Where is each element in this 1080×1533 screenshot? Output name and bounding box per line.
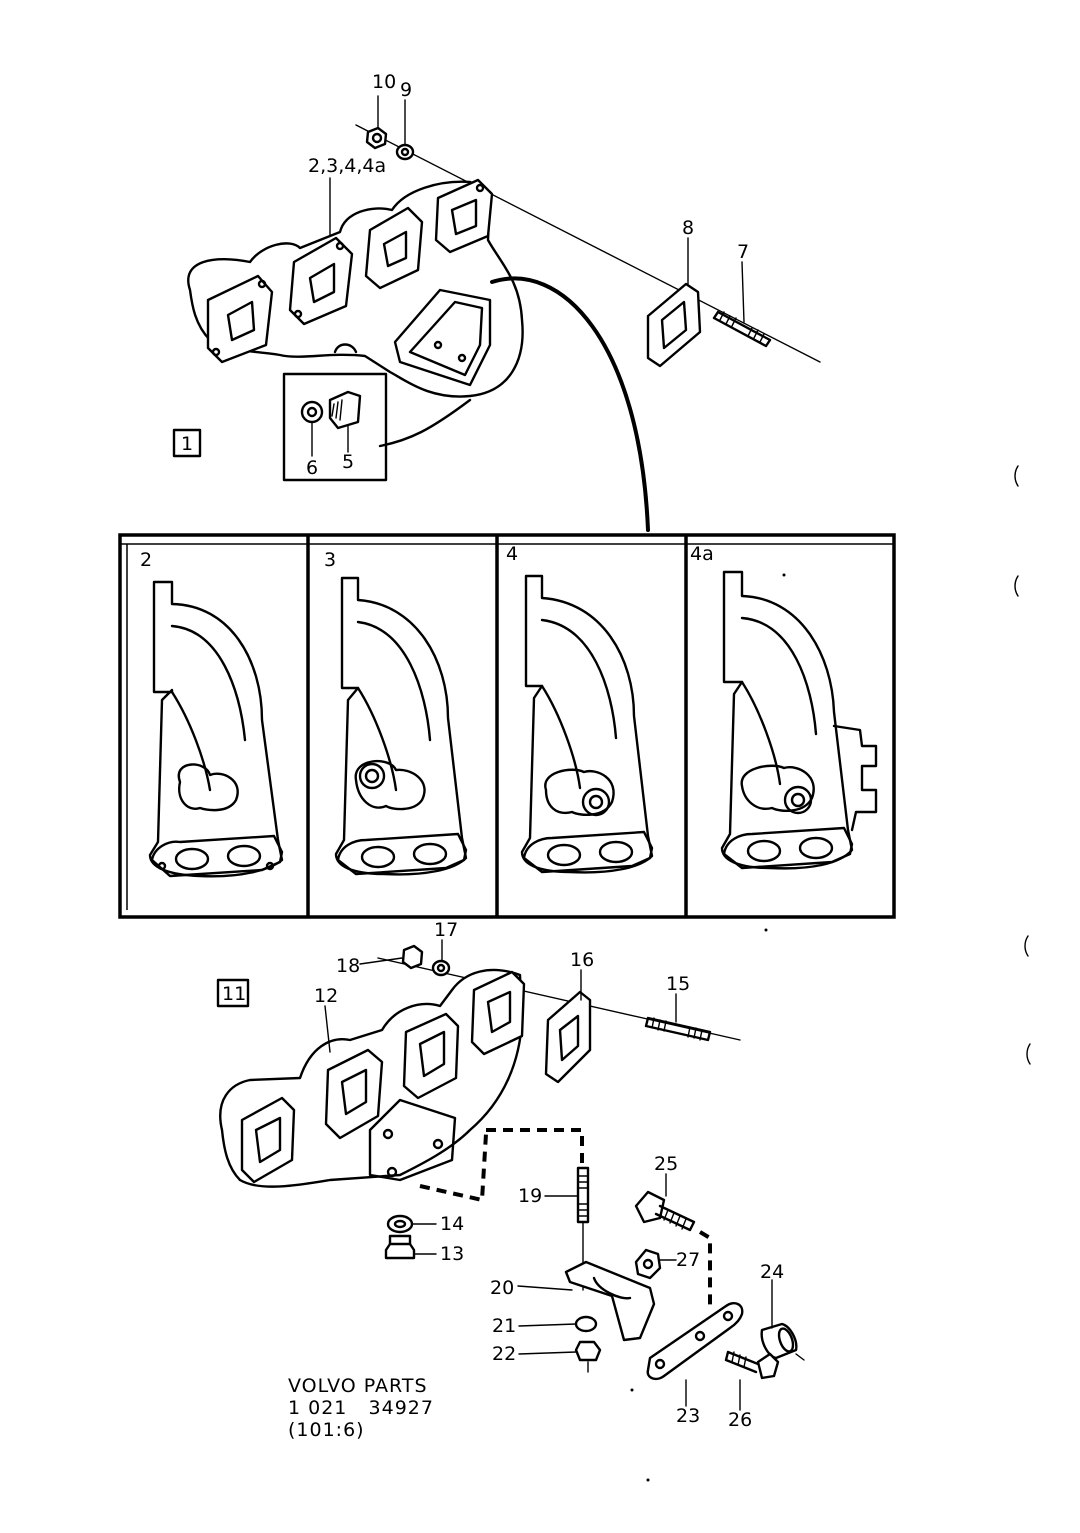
callout-18: 18 [336,955,360,977]
bracket-icon [564,1260,656,1342]
callout-26: 26 [728,1409,752,1431]
callout-24: 24 [760,1261,784,1283]
group-label-11-text: 11 [222,983,246,1005]
spacer-icon [760,1322,798,1360]
panel-label-4: 4 [506,543,518,565]
washer-icon [395,143,415,161]
upper-manifold [187,124,821,532]
callout-9: 9 [400,79,412,101]
stud-icon [576,1166,590,1224]
leader-7 [741,261,745,323]
callout-8: 8 [682,217,694,239]
stud-icon [712,310,772,348]
plate-icon [646,1302,744,1381]
nut-icon [634,1248,662,1280]
nut-icon [365,126,388,150]
callout-25: 25 [654,1153,678,1175]
stud-icon [644,1016,712,1042]
callout-17: 17 [434,919,458,941]
panel-label-2: 2 [140,549,152,571]
washer-icon [386,1214,414,1234]
lower-manifold [219,944,805,1381]
nut-icon [574,1340,602,1362]
drain-plug-inset [282,372,388,482]
panel-label-3: 3 [324,549,336,571]
port-flange [434,178,494,254]
callout-14: 14 [440,1213,464,1235]
gasket-icon [646,282,702,368]
callout-7: 7 [737,241,749,263]
footer-ref: (101:6) [288,1419,365,1441]
group-label-11: 11 [216,978,250,1008]
callout-10: 10 [372,71,396,93]
screw-icon [724,1350,780,1380]
manifold-variant-4 [520,574,654,874]
callout-23: 23 [676,1405,700,1427]
callout-6: 6 [306,457,318,479]
panel-label-4a: 4a [690,543,714,565]
callout-19: 19 [518,1185,542,1207]
group-label-1: 1 [172,428,202,458]
port-flange [324,1048,384,1140]
bolt-icon [634,1190,696,1232]
port-flange [206,274,274,364]
nut-icon [401,944,424,970]
manifold-variant-2 [148,580,284,878]
port-flange [288,236,354,326]
washer-icon [431,959,451,977]
callout-12: 12 [314,985,338,1007]
callout-13: 13 [440,1243,464,1265]
manifold-variant-4a [720,570,878,870]
manifold-variant-3 [334,576,468,876]
callout-15: 15 [666,973,690,995]
callout-5: 5 [342,451,354,473]
port-flange [364,206,424,290]
footer-part-number: 1 021 34927 [288,1397,434,1419]
callout-2-3-4-4a: 2,3,4,4a [308,155,386,177]
scan-marks [630,465,1031,1482]
group-label-1-text: 1 [181,433,193,455]
callout-21: 21 [492,1315,516,1337]
callout-16: 16 [570,949,594,971]
callout-27: 27 [676,1249,700,1271]
gasket-icon [544,990,592,1084]
callout-20: 20 [490,1277,514,1299]
variant-panels [118,533,896,919]
plug-icon [384,1234,416,1260]
footer-brand: VOLVO PARTS [288,1375,428,1397]
callout-22: 22 [492,1343,516,1365]
washer-icon [574,1315,598,1333]
